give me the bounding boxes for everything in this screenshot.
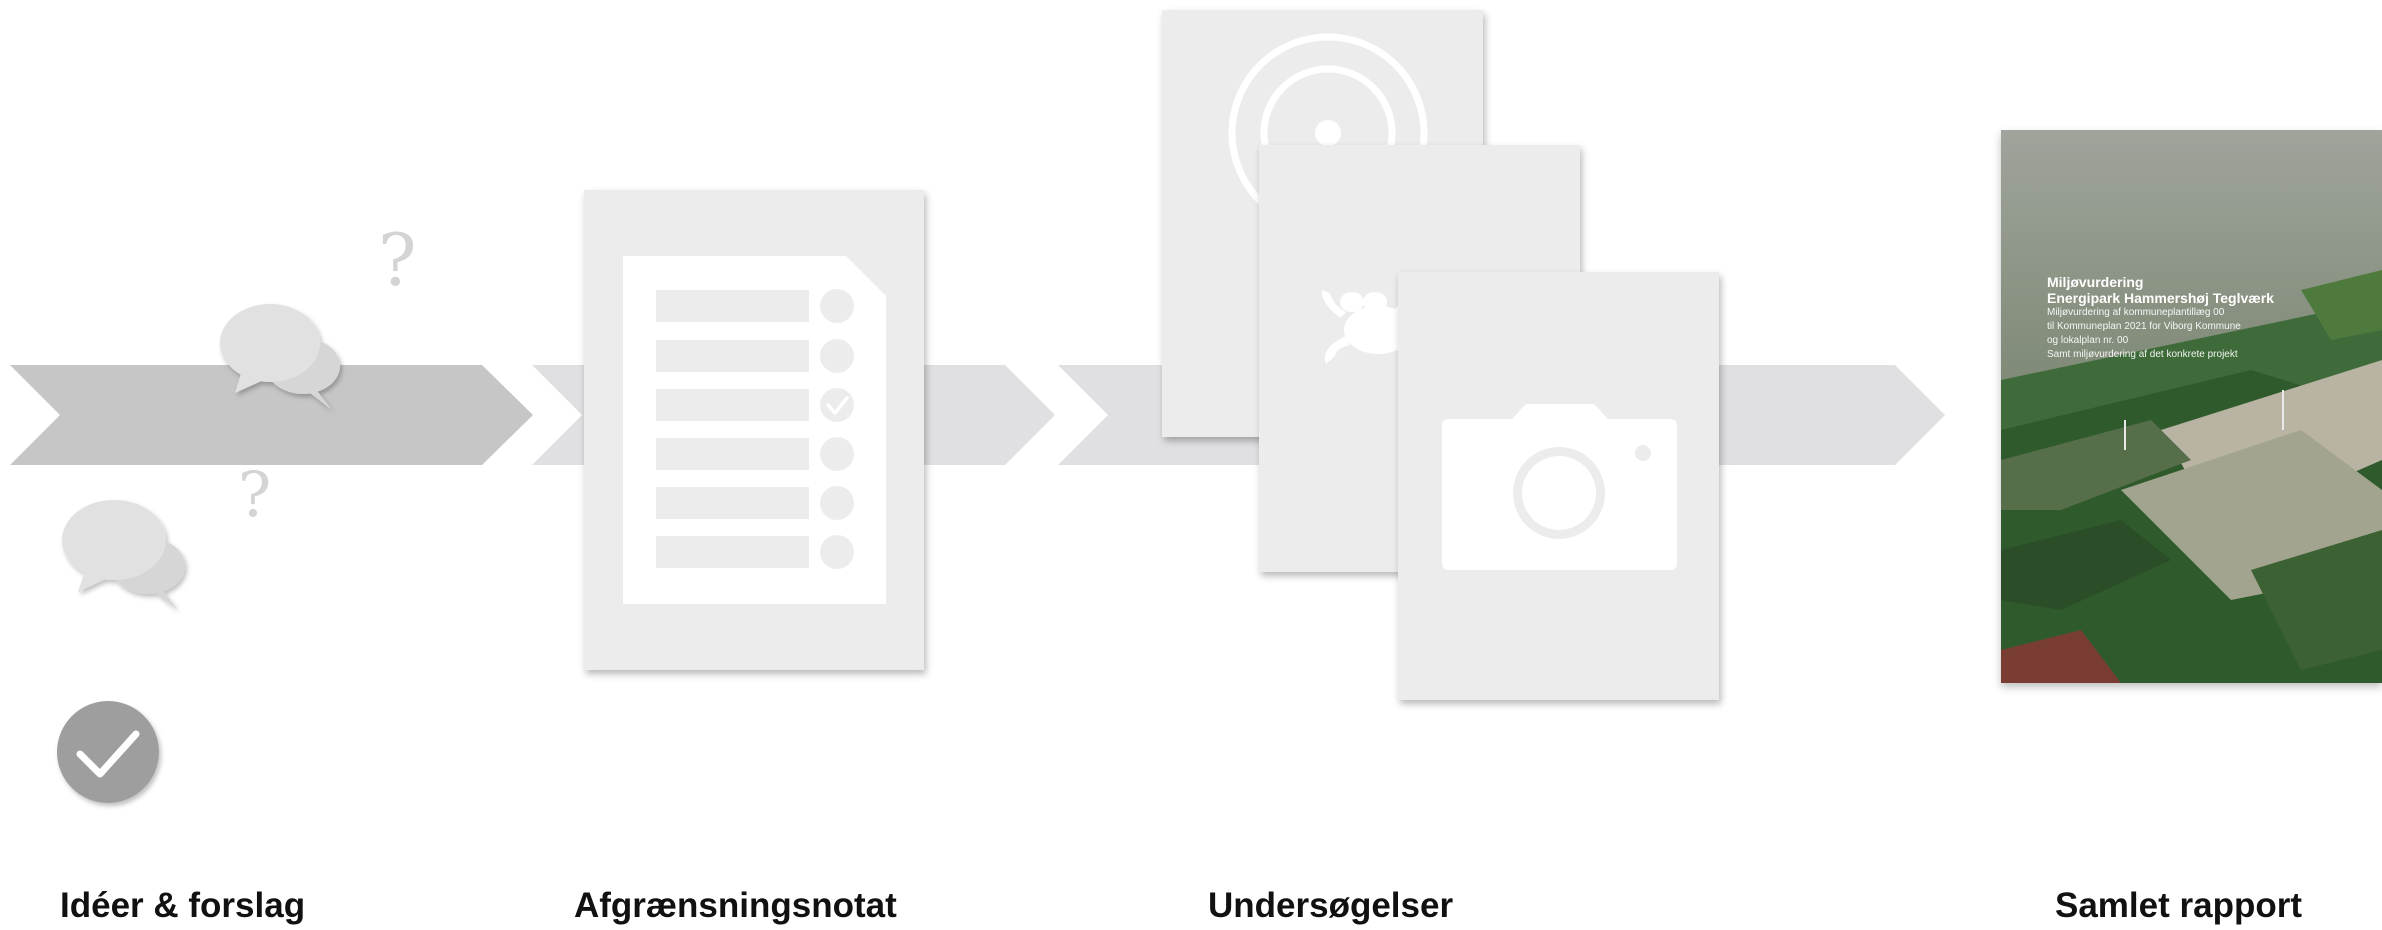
speech-bubbles-icon bbox=[62, 500, 185, 610]
report-cover-text: Miljøvurdering Energipark Hammershøj Teg… bbox=[2047, 274, 2377, 362]
report-cover: Miljøvurdering Energipark Hammershøj Teg… bbox=[2001, 130, 2382, 683]
report-title-line2: Energipark Hammershøj Teglværk bbox=[2047, 290, 2274, 306]
checkmark-icon bbox=[826, 396, 849, 415]
arrow-segment-ideas bbox=[10, 365, 533, 465]
question-mark-icon: ? bbox=[378, 218, 417, 302]
checklist-row-bullet bbox=[820, 339, 854, 373]
report-subtitle-line4: Samt miljøvurdering af det konkrete proj… bbox=[2047, 349, 2238, 360]
checklist-row-bullet bbox=[820, 388, 854, 422]
report-subtitle-line3: og lokalplan nr. 00 bbox=[2047, 335, 2129, 346]
checklist-row-bar bbox=[656, 290, 809, 322]
camera-icon bbox=[1442, 404, 1677, 570]
stage-label-ideas: Idéer & forslag bbox=[60, 886, 306, 925]
report-subtitle-line2: til Kommuneplan 2021 for Viborg Kommune bbox=[2047, 321, 2241, 332]
checklist-row-bullet bbox=[820, 437, 854, 471]
stage-label-studies: Undersøgelser bbox=[1208, 886, 1454, 925]
checklist-rows bbox=[656, 289, 854, 569]
checklist-row-bullet bbox=[820, 486, 854, 520]
checklist-row-bullet bbox=[820, 289, 854, 323]
speech-bubbles-icon bbox=[220, 304, 340, 410]
report-title-line1: Miljøvurdering bbox=[2047, 274, 2144, 290]
question-mark-icon: ? bbox=[238, 458, 271, 531]
checkmark-circle-icon bbox=[57, 701, 159, 803]
checklist-row-bar bbox=[656, 438, 809, 470]
report-subtitle-line1: Miljøvurdering af kommuneplantillæg 00 bbox=[2047, 307, 2225, 318]
checklist-row-bar bbox=[656, 340, 809, 372]
checklist-row-bar bbox=[656, 487, 809, 519]
report-cover-image bbox=[2001, 130, 2382, 683]
checklist-row-bar bbox=[656, 536, 809, 568]
checklist-row-bullet bbox=[820, 535, 854, 569]
stage-label-scoping: Afgrænsningsnotat bbox=[574, 886, 897, 925]
checklist-row-bar bbox=[656, 389, 809, 421]
stage-label-report: Samlet rapport bbox=[2055, 886, 2302, 925]
